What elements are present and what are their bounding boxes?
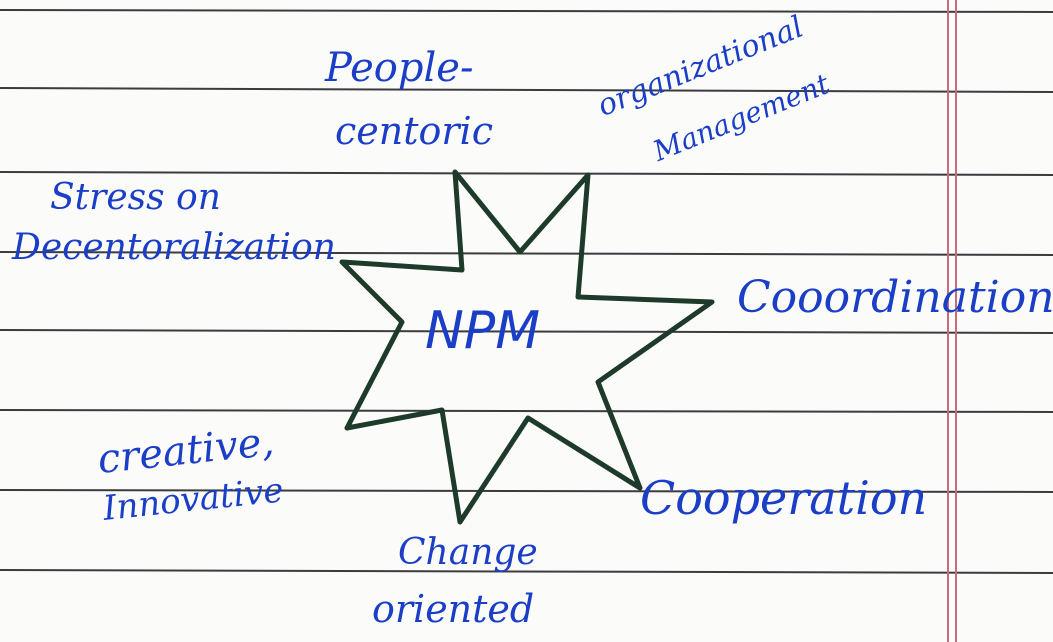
- label-people-line2: centoric: [335, 109, 493, 153]
- ruled-lines: [0, 9, 1053, 574]
- label-cooperation: Cooperation: [640, 471, 928, 525]
- label-stress-line1: Stress on: [50, 177, 221, 218]
- label-change-line2: oriented: [372, 587, 535, 631]
- npm-star-shape: [339, 169, 715, 525]
- center-label-npm: NPM: [425, 301, 541, 361]
- label-stress-line2: Decentoralization: [12, 227, 336, 268]
- label-people-line1: People-: [325, 45, 474, 91]
- label-change-line1: Change: [398, 532, 538, 573]
- label-coordination: Cooordination: [737, 272, 1053, 323]
